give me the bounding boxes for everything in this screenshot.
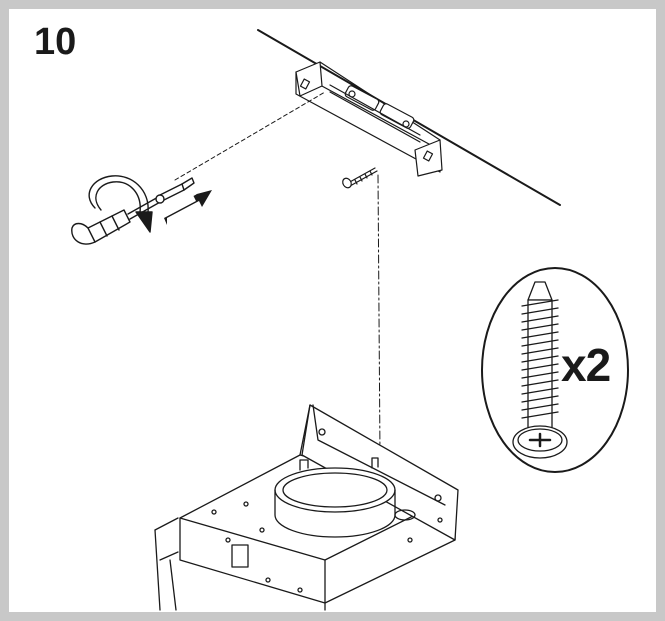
guide-line-screwdriver (174, 91, 326, 181)
mounting-bracket-icon (295, 61, 443, 177)
screw-detail-callout-icon (481, 267, 629, 473)
screw-quantity-label: x2 (561, 339, 611, 391)
screw-icon (342, 167, 378, 189)
push-arrow-icon (159, 190, 212, 225)
rotation-arrow-icon (88, 175, 153, 233)
guide-line-vertical (377, 174, 381, 456)
screwdriver-icon (71, 177, 195, 245)
chimney-hood-motor-icon (154, 404, 459, 611)
step-number: 10 (34, 21, 77, 63)
